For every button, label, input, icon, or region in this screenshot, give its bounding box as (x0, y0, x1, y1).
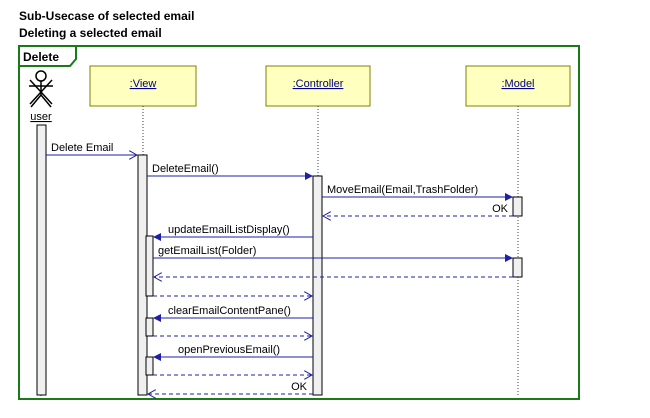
message-label: Delete Email (51, 142, 113, 154)
message-label: OK (492, 203, 509, 215)
interaction-frame (18, 45, 580, 400)
activation-view-nested-2 (145, 317, 154, 337)
message-delete-email-return[interactable]: OK (148, 381, 313, 394)
message-label: MoveEmail(Email,TrashFolder) (327, 184, 478, 196)
activation-controller (312, 175, 323, 396)
message-open-previous-email[interactable]: openPreviousEmail() (153, 344, 313, 361)
lifeline-view-label: :View (130, 78, 157, 90)
message-label: clearEmailContentPane() (168, 305, 291, 317)
message-label: DeleteEmail() (152, 163, 219, 175)
message-label: updateEmailListDisplay() (168, 224, 290, 236)
lifeline-view[interactable]: :View (89, 65, 197, 107)
lifeline-controller[interactable]: :Controller (265, 65, 371, 107)
message-update-email-list-display[interactable]: updateEmailListDisplay() (153, 224, 313, 241)
actor-name: user (30, 111, 52, 123)
frame-label: Delete (23, 50, 59, 64)
activation-user (36, 124, 47, 396)
message-get-email-list[interactable]: getEmailList(Folder) (153, 245, 513, 262)
user-actor[interactable]: user (29, 70, 53, 123)
message-move-email[interactable]: MoveEmail(Email,TrashFolder) (322, 184, 513, 201)
activation-model-1 (512, 196, 523, 217)
activation-model-2 (512, 257, 523, 278)
message-label: OK (291, 381, 308, 393)
message-delete-email[interactable]: Delete Email (46, 142, 137, 155)
stick-figure-icon (29, 70, 53, 108)
activation-view-nested-1 (145, 235, 154, 297)
message-label: getEmailList(Folder) (158, 245, 256, 257)
message-delete-email-call[interactable]: DeleteEmail() (147, 163, 313, 180)
message-clear-email-content-pane[interactable]: clearEmailContentPane() (153, 305, 313, 322)
lifeline-model[interactable]: :Model (465, 65, 571, 107)
message-move-email-return[interactable]: OK (323, 203, 513, 216)
lifeline-controller-label: :Controller (293, 78, 344, 90)
diagram-title: Sub-Usecase of selected email (19, 9, 195, 23)
lifeline-model-label: :Model (501, 78, 534, 90)
frame-tag (18, 45, 77, 67)
activation-view-nested-3 (145, 356, 154, 376)
diagram-subtitle: Deleting a selected email (19, 26, 162, 40)
message-label: openPreviousEmail() (178, 344, 280, 356)
